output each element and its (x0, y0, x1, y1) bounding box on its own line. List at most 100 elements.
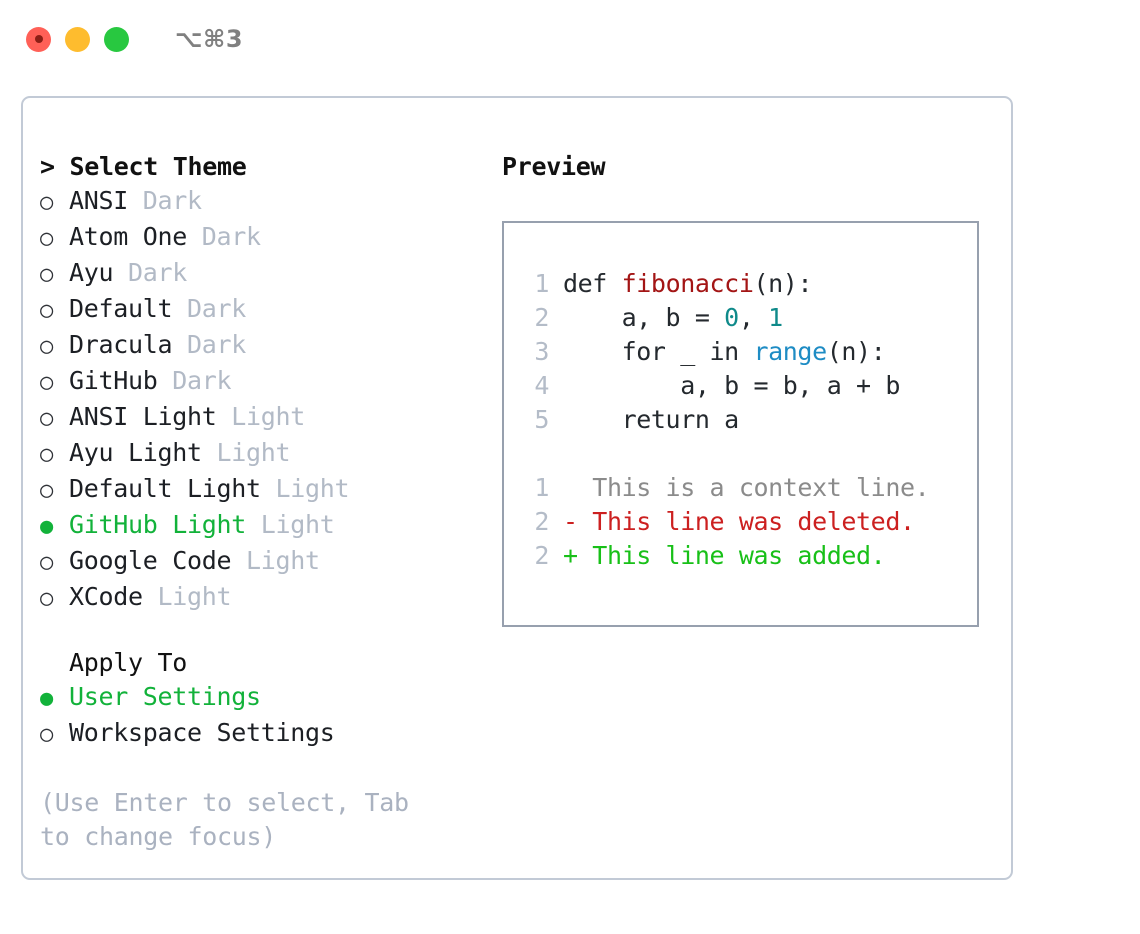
radio-selected-icon[interactable]: ● (40, 686, 53, 711)
code-token: for _ in (563, 337, 754, 366)
theme-option-label: Ayu Light (69, 438, 202, 467)
code-token: range (753, 337, 827, 366)
theme-option-label: ANSI Light (69, 402, 217, 431)
apply-to-option-user-settings[interactable]: ● User Settings (40, 680, 493, 716)
code-token: This is a context line. (563, 473, 930, 502)
code-token: fibonacci (621, 269, 754, 298)
theme-option-label: GitHub (69, 366, 158, 395)
theme-variant-badge: Light (142, 582, 232, 611)
close-button[interactable] (26, 26, 51, 52)
theme-option-label: Ayu (69, 258, 114, 287)
code-token: - This line was deleted. (563, 507, 915, 536)
theme-option-xcode[interactable]: ○ XCode Light (40, 580, 493, 616)
theme-option-github-light[interactable]: ● GitHub Light Light (40, 508, 493, 544)
theme-option-ansi-light[interactable]: ○ ANSI Light Light (40, 400, 493, 436)
traffic-lights (26, 26, 129, 52)
code-token: 1 (768, 303, 783, 332)
code-line: 2 a, b = 0, 1 (520, 301, 977, 335)
theme-option-label: Default Light (69, 474, 261, 503)
code-line: 5 return a (520, 403, 977, 437)
line-number: 2 (534, 303, 549, 332)
keyboard-hint: (Use Enter to select, Tab to change focu… (40, 788, 409, 851)
theme-option-ayu[interactable]: ○ Ayu Dark (40, 256, 493, 292)
preview-header: Preview (502, 152, 606, 181)
theme-option-atom-one[interactable]: ○ Atom One Dark (40, 220, 493, 256)
apply-to-option-label: User Settings (69, 682, 261, 711)
radio-unselected-icon[interactable]: ○ (40, 478, 53, 503)
line-number: 5 (534, 405, 549, 434)
theme-picker-column: > Select Theme ○ANSI Dark○Atom One Dark○… (23, 98, 493, 878)
radio-unselected-icon[interactable]: ○ (40, 262, 53, 287)
theme-option-label: ANSI (69, 186, 129, 215)
line-number: 2 (534, 541, 549, 570)
code-line: 4 a, b = b, a + b (520, 369, 977, 403)
theme-variant-badge: Light (201, 438, 291, 467)
radio-unselected-icon[interactable]: ○ (40, 334, 53, 359)
theme-variant-badge: Light (246, 510, 335, 539)
theme-option-ayu-light[interactable]: ○ Ayu Light Light (40, 436, 493, 472)
theme-option-ansi[interactable]: ○ ANSI Dark (40, 184, 493, 220)
code-token: a, b = (563, 303, 725, 332)
theme-option-default[interactable]: ○ Default Dark (40, 292, 493, 328)
theme-variant-badge: Light (231, 546, 320, 575)
code-token: , (738, 303, 769, 332)
theme-variant-badge: Dark (172, 294, 247, 323)
theme-variant-badge: Dark (157, 366, 232, 395)
theme-option-google-code[interactable]: ○ Google Code Light (40, 544, 493, 580)
radio-unselected-icon[interactable]: ○ (40, 722, 53, 747)
radio-unselected-icon[interactable]: ○ (40, 226, 53, 251)
code-line: 1 def fibonacci(n): (520, 267, 977, 301)
radio-unselected-icon[interactable]: ○ (40, 190, 53, 215)
diff-line: 1 This is a context line. (520, 471, 977, 505)
minimize-button[interactable] (65, 26, 90, 52)
theme-variant-badge: Dark (128, 186, 202, 215)
radio-selected-icon[interactable]: ● (40, 514, 53, 539)
radio-unselected-icon[interactable]: ○ (40, 442, 53, 467)
line-number: 1 (534, 473, 549, 502)
select-theme-header: > Select Theme (40, 152, 247, 181)
code-token: 0 (724, 303, 739, 332)
theme-variant-badge: Dark (113, 258, 188, 287)
code-token: a, b = b, a + b (563, 371, 900, 400)
title-bar: ⌥⌘3 (0, 0, 1140, 78)
code-token: return a (563, 405, 740, 434)
line-number: 4 (534, 371, 549, 400)
theme-variant-badge: Dark (172, 330, 247, 359)
radio-unselected-icon[interactable]: ○ (40, 298, 53, 323)
main-panel: > Select Theme ○ANSI Dark○Atom One Dark○… (21, 96, 1013, 880)
theme-option-github[interactable]: ○ GitHub Dark (40, 364, 493, 400)
diff-line: 2- This line was deleted. (520, 505, 977, 539)
theme-option-list[interactable]: ○ ANSI Dark ○ Atom One Dark ○ Ayu Dark ○ Defaul… (40, 184, 493, 616)
theme-option-label: Dracula (69, 330, 173, 359)
code-line: 3 for _ in range(n): (520, 335, 977, 369)
radio-unselected-icon[interactable]: ○ (40, 406, 53, 431)
apply-to-option-workspace-settings[interactable]: ○ Workspace Settings (40, 716, 493, 752)
theme-option-label: GitHub Light (69, 510, 247, 539)
radio-unselected-icon[interactable]: ○ (40, 550, 53, 575)
code-token: def (563, 269, 622, 298)
line-number: 3 (534, 337, 549, 366)
theme-variant-badge: Light (216, 402, 306, 431)
maximize-button[interactable] (104, 26, 129, 52)
apply-to-option-label: Workspace Settings (69, 718, 335, 747)
theme-variant-badge: Dark (187, 222, 261, 251)
code-token: + This line was added. (563, 541, 886, 570)
radio-unselected-icon[interactable]: ○ (40, 586, 53, 611)
diff-sample: 1 This is a context line.2- This line wa… (520, 471, 977, 573)
code-token: (n): (753, 269, 813, 298)
theme-option-label: Default (69, 294, 173, 323)
radio-unselected-icon[interactable]: ○ (40, 370, 53, 395)
theme-option-label: XCode (69, 582, 143, 611)
theme-option-dracula[interactable]: ○ Dracula Dark (40, 328, 493, 364)
theme-option-label: Google Code (69, 546, 232, 575)
window-title: ⌥⌘3 (175, 25, 244, 53)
diff-line: 2 + This line was added. (520, 539, 977, 573)
theme-option-default-light[interactable]: ○Default Light Light (40, 472, 493, 508)
theme-option-label: Atom One (69, 222, 188, 251)
line-number: 1 (534, 269, 549, 298)
apply-to-option-list[interactable]: ● User Settings ○ Workspace Settings (40, 680, 493, 752)
